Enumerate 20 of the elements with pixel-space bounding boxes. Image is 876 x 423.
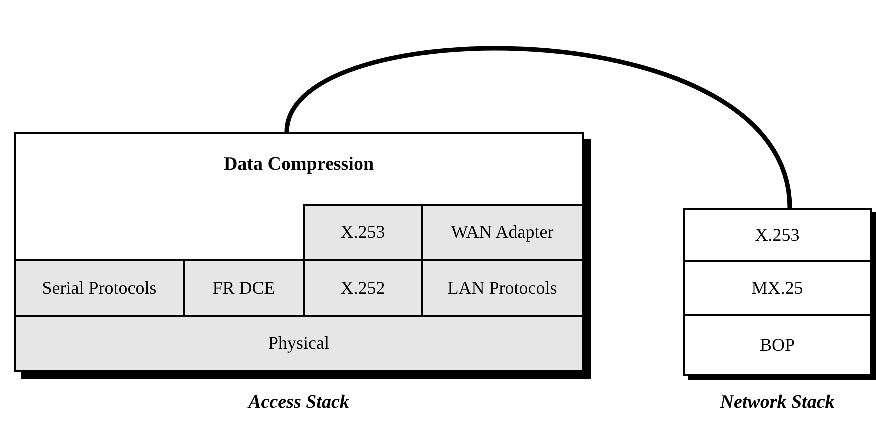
layer-label: FR DCE [212, 278, 276, 298]
stack-caption: Access Stack [246, 392, 350, 414]
layer-box [303, 259, 423, 317]
layer-label: Physical [268, 333, 330, 354]
layer-box [14, 315, 584, 372]
layer-label: X.253 [340, 222, 386, 243]
layer-heading: Data Compression [224, 154, 374, 176]
layer-label: MX.25 [752, 278, 804, 298]
layer-label: LAN Protocols [448, 278, 558, 298]
layer-label: X.252 [340, 278, 386, 298]
stack-caption: Network Stack [719, 392, 836, 414]
layer-label: BOP [760, 334, 795, 356]
layer-label: WAN Adapter [451, 222, 554, 243]
layer-box [183, 259, 305, 317]
layer-box [14, 259, 185, 317]
layer-label: X.253 [755, 224, 800, 246]
layer-label: Serial Protocols [42, 278, 157, 298]
layer-box [421, 259, 584, 317]
layer-box [421, 204, 584, 261]
layer-box [303, 204, 423, 261]
